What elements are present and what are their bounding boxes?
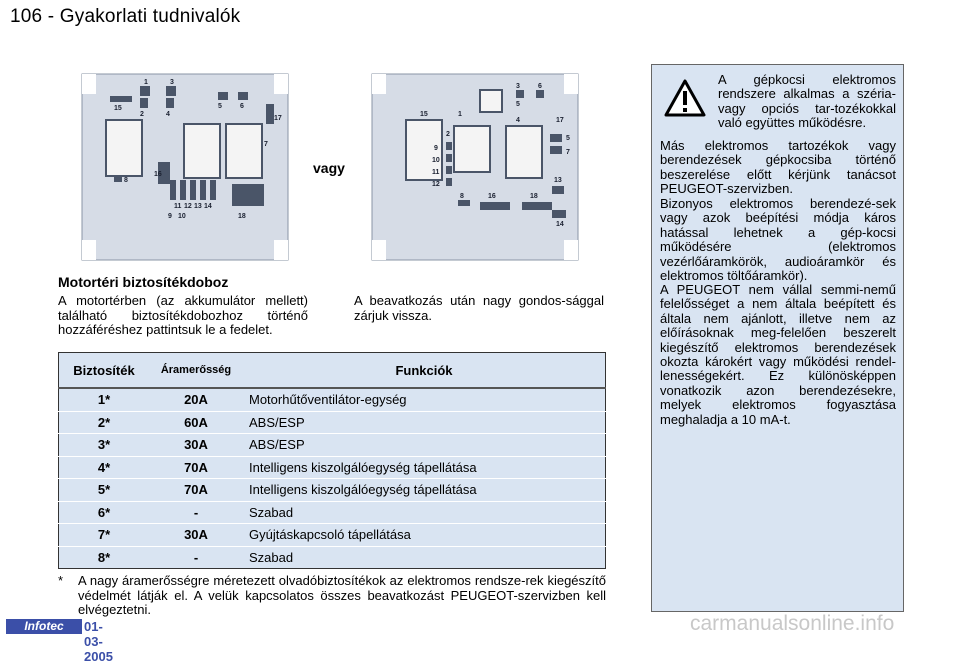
diagram-or-label: vagy xyxy=(313,160,345,176)
diagram-label: 8 xyxy=(460,193,464,200)
diagram-label: 5 xyxy=(516,101,520,108)
diagram-label: 13 xyxy=(554,177,562,184)
watermark: carmanualsonline.info xyxy=(690,612,895,635)
closing-instructions: A beavatkozás után nagy gondos-sággal zá… xyxy=(354,293,604,323)
diagram-label: 17 xyxy=(274,115,282,122)
diagram-label: 7 xyxy=(264,141,268,148)
diagram-label: 5 xyxy=(566,135,570,142)
fuse-number: 3* xyxy=(58,433,149,456)
column-header-fuse: Biztosíték xyxy=(58,352,149,389)
diagram-label: 12 xyxy=(184,203,192,210)
diagram-label: 3 xyxy=(170,79,174,86)
fuse-box-diagram-left: 1 3 15 2 4 5 6 17 7 16 8 11 12 13 14 9 1… xyxy=(81,73,289,261)
diagram-label: 1 xyxy=(458,111,462,118)
footer-date: 01-03-2005 xyxy=(84,619,113,664)
warning-triangle-icon xyxy=(664,79,706,117)
fuse-current: 30A xyxy=(149,523,243,546)
section-title: Motortéri biztosítékdoboz xyxy=(58,274,229,290)
fuse-current: 20A xyxy=(149,387,243,411)
fuse-function: Szabad xyxy=(243,500,606,524)
diagram-label: 6 xyxy=(538,83,542,90)
page-title: 106 - Gyakorlati tudnivalók xyxy=(10,6,241,27)
warning-paragraph: A PEUGEOT nem vállal semmi-nemű felelőss… xyxy=(660,282,896,427)
footnote-text: A nagy áramerősségre méretezett olvadóbi… xyxy=(78,573,606,618)
diagram-label: 5 xyxy=(218,103,222,110)
fuse-table-header: Biztosíték Áramerősség Funkciók xyxy=(58,352,606,389)
fuse-function: Motorhűtőventilátor-egység xyxy=(243,387,606,411)
fuse-current: - xyxy=(149,545,243,569)
fuse-current: - xyxy=(149,500,243,524)
fuse-current: 30A xyxy=(149,433,243,456)
diagram-label: 8 xyxy=(124,177,128,184)
warning-paragraph: Bizonyos elektromos berendezé-sek vagy a… xyxy=(660,196,896,284)
fuse-function: Intelligens kiszolgálóegység tápellátása xyxy=(243,478,606,501)
fuse-number: 2* xyxy=(58,410,149,434)
diagram-label: 17 xyxy=(556,117,564,124)
column-header-functions: Funkciók xyxy=(243,352,606,389)
diagram-label: 14 xyxy=(204,203,212,210)
fuse-number: 1* xyxy=(58,387,149,411)
diagram-label: 14 xyxy=(556,221,564,228)
fuse-current: 70A xyxy=(149,478,243,501)
infotec-logo: Infotec xyxy=(6,619,82,634)
diagram-label: 15 xyxy=(420,111,428,118)
diagram-label: 18 xyxy=(530,193,538,200)
footnote-marker: * xyxy=(58,573,64,588)
fuse-number: 5* xyxy=(58,478,149,501)
diagram-label: 16 xyxy=(154,171,162,178)
fuse-number: 6* xyxy=(58,500,149,524)
diagram-label: 12 xyxy=(432,181,440,188)
fuse-function: ABS/ESP xyxy=(243,433,606,456)
diagram-label: 10 xyxy=(432,157,440,164)
diagram-label: 4 xyxy=(166,111,170,118)
fuse-number: 7* xyxy=(58,523,149,546)
diagram-label: 9 xyxy=(168,213,172,220)
diagram-label: 11 xyxy=(432,169,440,176)
table-row: 8*-Szabad xyxy=(58,545,606,569)
diagram-label: 4 xyxy=(516,117,520,124)
fuse-number: 4* xyxy=(58,455,149,479)
fuse-current: 70A xyxy=(149,455,243,479)
diagram-label: 1 xyxy=(144,79,148,86)
diagram-label: 18 xyxy=(238,213,246,220)
table-row: 6*-Szabad xyxy=(58,500,606,524)
diagram-label: 16 xyxy=(488,193,496,200)
fuse-function: Intelligens kiszolgálóegység tápellátása xyxy=(243,455,606,479)
fuse-function: ABS/ESP xyxy=(243,410,606,434)
warning-paragraph: Más elektromos tartozékok vagy berendezé… xyxy=(660,138,896,197)
diagram-label: 7 xyxy=(566,149,570,156)
warning-box: A gépkocsi elektromos rendszere alkalmas… xyxy=(651,64,904,612)
diagram-label: 13 xyxy=(194,203,202,210)
column-header-current: Áramerősség xyxy=(149,352,243,389)
fuse-current: 60A xyxy=(149,410,243,434)
fuse-function: Szabad xyxy=(243,545,606,569)
diagram-label: 9 xyxy=(434,145,438,152)
fuse-function: Gyújtáskapcsoló tápellátása xyxy=(243,523,606,546)
diagram-label: 2 xyxy=(446,131,450,138)
diagram-label: 15 xyxy=(114,105,122,112)
warning-intro: A gépkocsi elektromos rendszere alkalmas… xyxy=(718,72,896,131)
diagram-label: 11 xyxy=(174,203,182,210)
access-instructions: A motortérben (az akkumulátor mellett) t… xyxy=(58,293,308,338)
fuse-box-diagram-right: 15 1 2 3 5 6 4 17 5 7 9 10 11 12 8 16 18… xyxy=(371,73,579,261)
diagram-label: 3 xyxy=(516,83,520,90)
diagram-label: 2 xyxy=(140,111,144,118)
fuse-number: 8* xyxy=(58,545,149,569)
diagram-label: 6 xyxy=(240,103,244,110)
diagram-label: 10 xyxy=(178,213,186,220)
